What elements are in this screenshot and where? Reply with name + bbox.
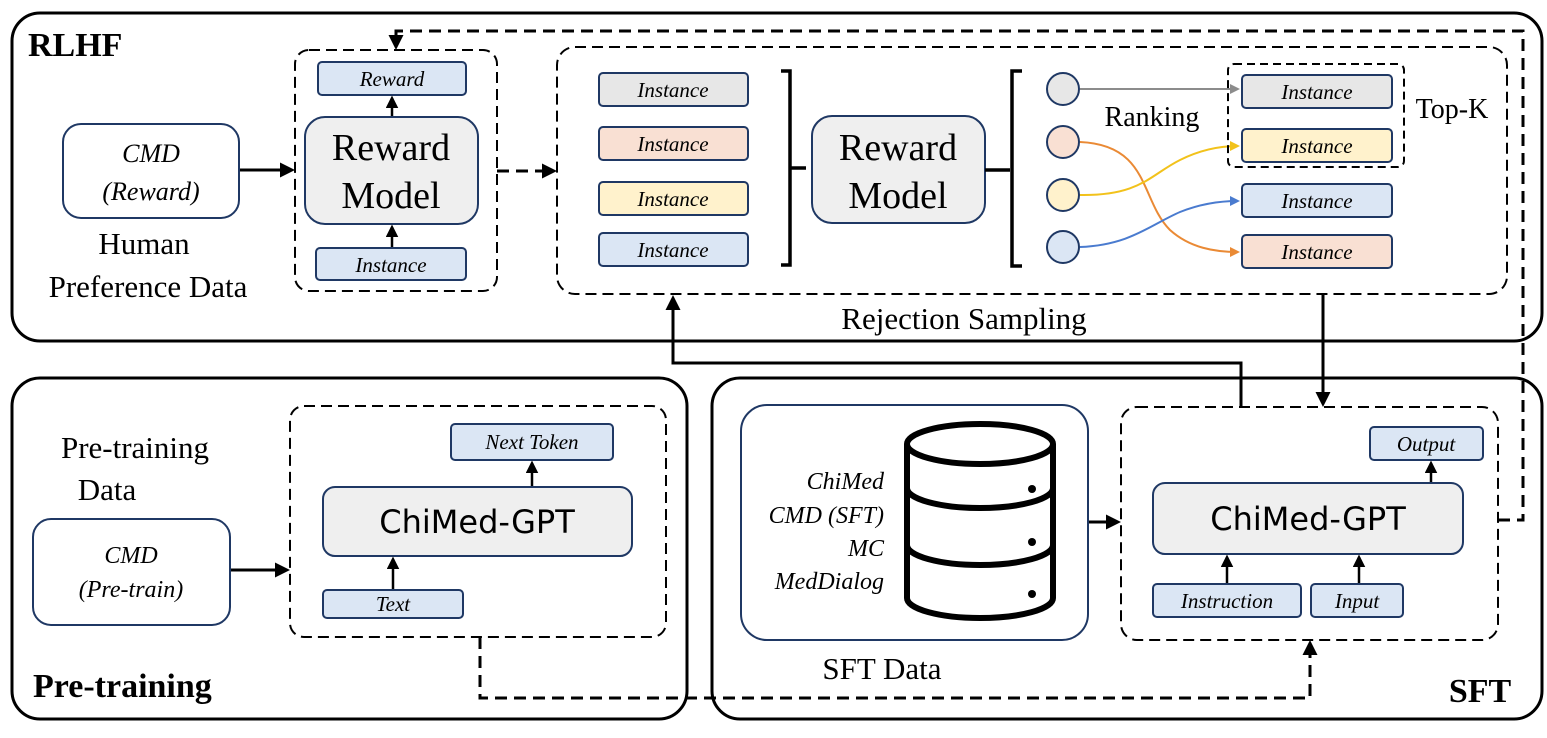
ranked-instance-yellow: [1241, 128, 1393, 163]
pretraining-data-line1: Pre-training: [61, 430, 209, 465]
ranked-instance-gray-label: Instance: [1280, 80, 1352, 104]
rm-instance-box: [315, 247, 467, 281]
reward-model-2-line1: Reward: [839, 127, 957, 169]
score-circle-blue: [1046, 230, 1080, 264]
pretraining-frame: [10, 376, 689, 721]
ranking-label: Ranking: [1105, 102, 1200, 133]
sft-dataset-mc: MC: [847, 536, 885, 562]
reward-output-label: Reward: [359, 67, 425, 91]
arrow-sft-model-to-rejection-sampling: [665, 295, 1243, 407]
connectors: [388, 29, 1525, 700]
human-preference-line2: Preference Data: [49, 269, 248, 304]
pretraining-title: Pre-training: [33, 668, 212, 705]
candidate-instance-blue: [598, 232, 749, 267]
cmd-pretrain-line2: (Pre-train): [79, 577, 183, 603]
ranking-arrow-orange: [1079, 141, 1240, 257]
rlhf-frame: [10, 11, 1544, 343]
candidate-instance-blue-label: Instance: [636, 238, 708, 262]
score-circle-yellow: [1046, 178, 1080, 212]
sft-dataset-chimed: ChiMed: [807, 469, 885, 495]
next-token-label: Next Token: [484, 430, 578, 454]
input-box: [1310, 583, 1404, 618]
text-input-label: Text: [376, 592, 411, 616]
text-input-box: [322, 589, 464, 619]
score-circle-peach: [1046, 125, 1080, 159]
top-k-group: [1227, 63, 1405, 168]
reward-model-2-line2: Model: [848, 175, 947, 217]
score-circle-gray: [1046, 72, 1080, 106]
reward-model-1-line1: Reward: [332, 127, 450, 169]
reward-model-training-group: [294, 49, 498, 292]
sft-title: SFT: [1449, 673, 1512, 710]
cmd-reward-line1: CMD: [122, 139, 180, 168]
cmd-pretrain-box: [32, 518, 231, 626]
dashed-arrow-pretrain-to-sft-model: [478, 637, 1318, 700]
ranked-instance-blue: [1241, 183, 1393, 218]
rm-instance-label: Instance: [354, 253, 426, 277]
chimed-gpt-box-pretrain: [322, 486, 633, 557]
pretrain-model-group: [289, 405, 667, 638]
next-token-box: [450, 423, 614, 461]
ranked-instance-blue-label: Instance: [1280, 189, 1352, 213]
candidate-instance-gray: [598, 72, 749, 107]
output-label: Output: [1397, 432, 1457, 456]
chimed-gpt-box-sft: [1152, 482, 1464, 555]
sft-frame: [710, 376, 1544, 721]
cmd-reward-box: [62, 123, 240, 219]
cmd-reward-line2: (Reward): [102, 177, 199, 206]
reward-model-box-1: [304, 116, 479, 225]
sft-dataset-cmd-sft: CMD (SFT): [769, 503, 884, 529]
ranked-instance-gray: [1241, 74, 1393, 109]
candidate-instance-gray-label: Instance: [636, 78, 708, 102]
rejection-sampling-label: Rejection Sampling: [841, 301, 1086, 336]
candidate-instance-yellow-label: Instance: [636, 187, 708, 211]
database-icon: [904, 421, 1056, 621]
instruction-box: [1152, 583, 1302, 618]
candidates-bracket: [781, 69, 806, 267]
sft-section: ChiMed CMD (SFT) MC MedDialog SFT Data O…: [710, 376, 1544, 721]
input-label: Input: [1334, 589, 1380, 613]
ranked-instance-yellow-label: Instance: [1280, 134, 1352, 158]
instruction-label: Instruction: [1180, 589, 1273, 613]
human-preference-line1: Human: [98, 226, 190, 261]
rejection-sampling-group: [556, 46, 1508, 295]
chimed-gpt-label-sft: ChiMed-GPT: [1210, 500, 1406, 538]
ranked-instance-peach: [1241, 234, 1393, 269]
chimed-gpt-label-pretrain: ChiMed-GPT: [379, 503, 575, 541]
rlhf-title: RLHF: [28, 27, 122, 64]
reward-output-box: [317, 61, 467, 96]
sft-dataset-meddialog: MedDialog: [774, 569, 884, 595]
rlhf-section: RLHF CMD (Reward) Human Preference Data …: [10, 11, 1544, 343]
candidate-instance-peach: [598, 126, 749, 161]
dashed-arrow-sft-to-reward-model: [388, 29, 1525, 522]
candidate-instance-peach-label: Instance: [636, 132, 708, 156]
sft-data-label: SFT Data: [822, 651, 941, 686]
scores-bracket: [985, 69, 1022, 268]
output-box: [1369, 426, 1484, 461]
cmd-pretrain-line1: CMD: [104, 543, 157, 569]
top-k-label: Top-K: [1416, 94, 1489, 125]
pretraining-data-line2: Data: [78, 472, 137, 507]
reward-model-1-line2: Model: [341, 175, 440, 217]
ranking-arrow-yellow: [1079, 141, 1240, 197]
pretraining-section: Pre-training Data CMD (Pre-train) Next T…: [10, 376, 689, 721]
ranking-arrow-blue: [1079, 196, 1240, 248]
candidate-instance-yellow: [598, 181, 749, 216]
ranked-instance-peach-label: Instance: [1280, 240, 1352, 264]
